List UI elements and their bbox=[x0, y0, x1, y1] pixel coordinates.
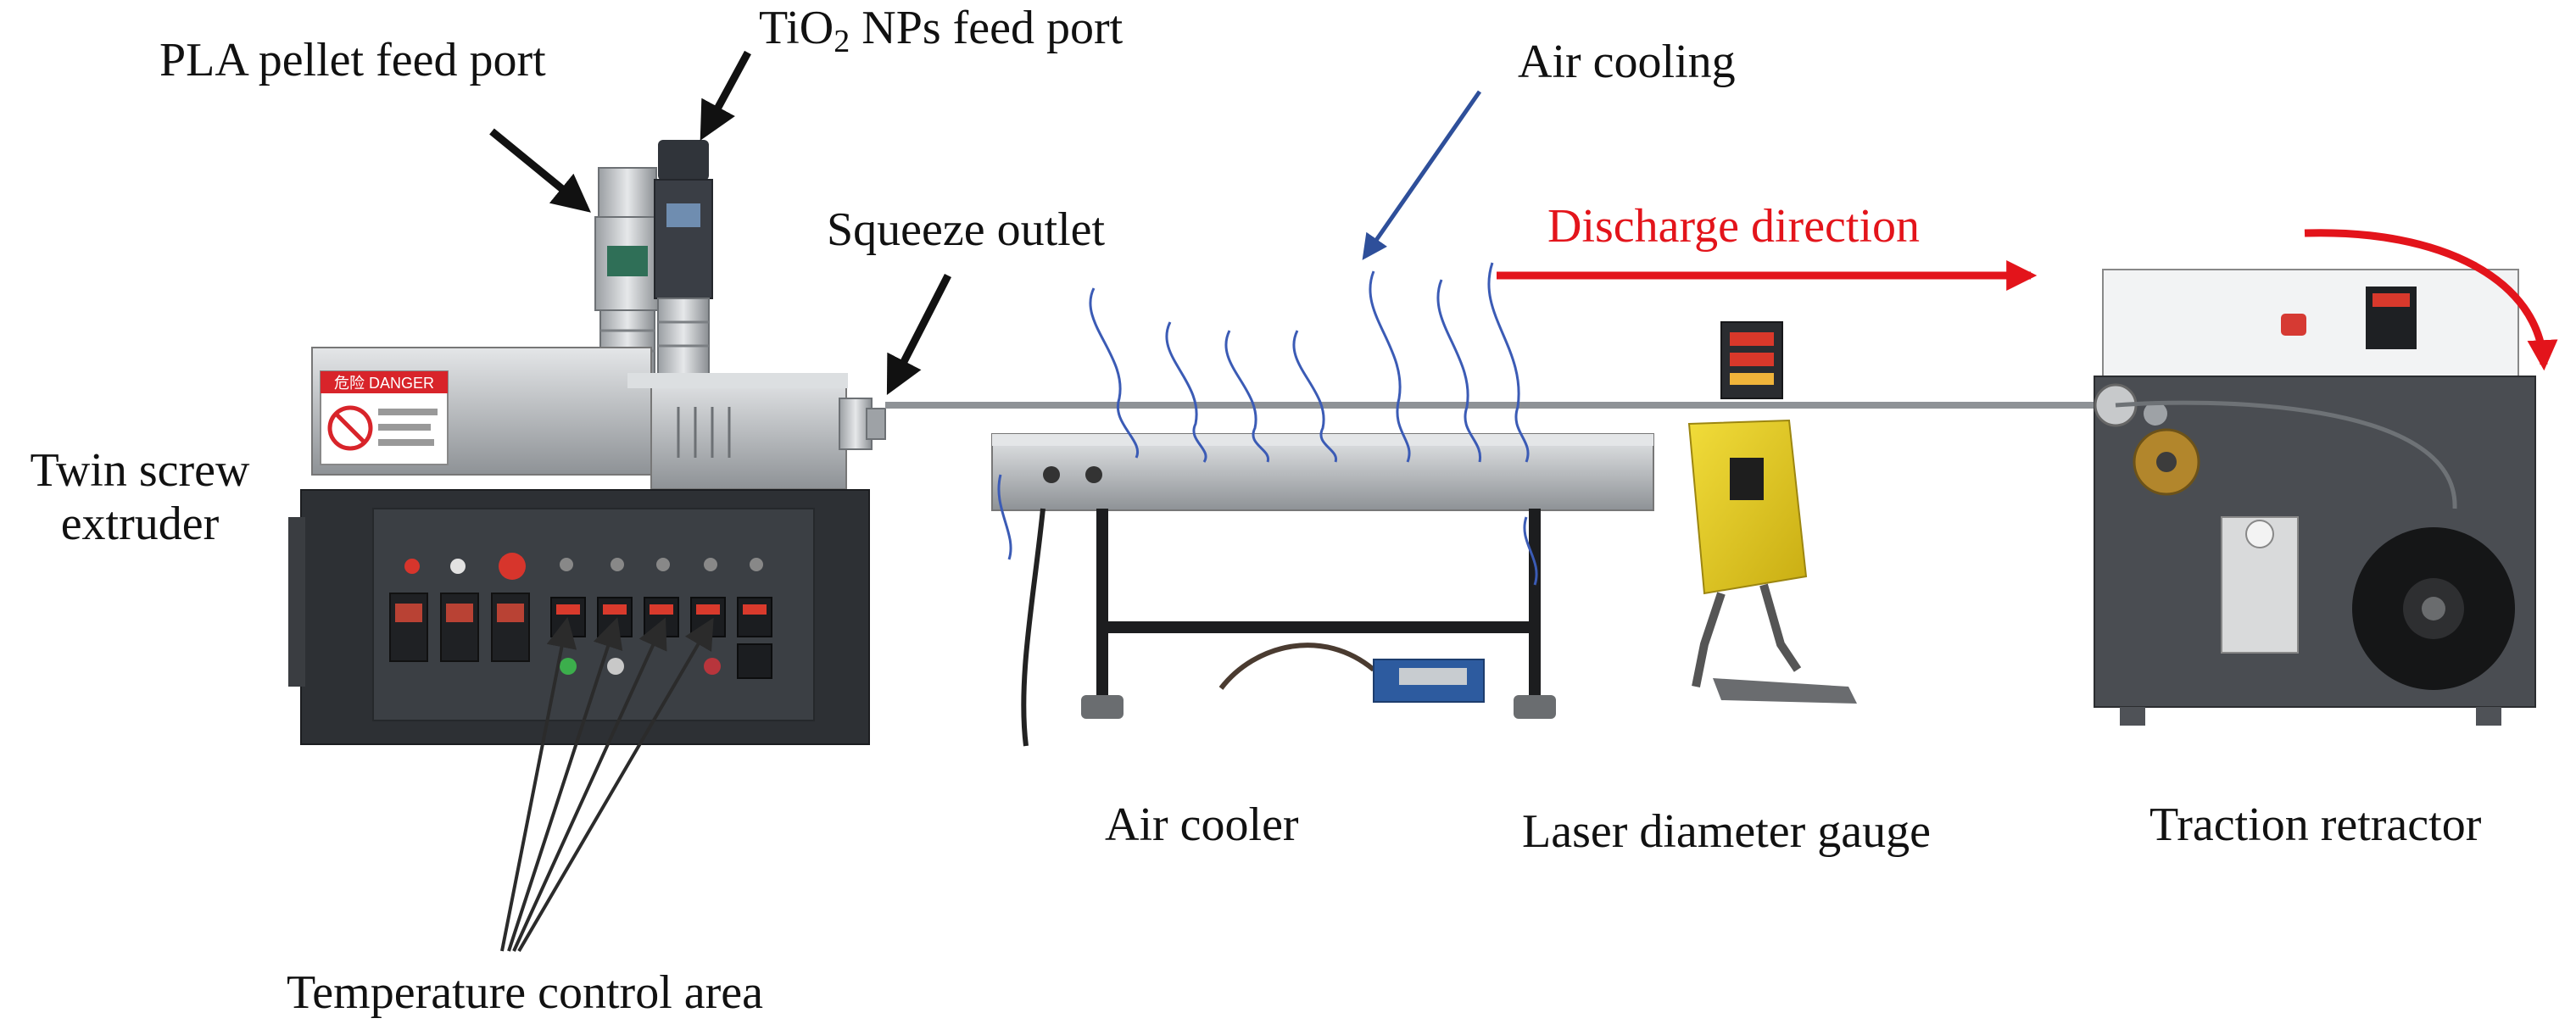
tio2-feed-port-label-suffix: NPs feed port bbox=[850, 2, 1124, 54]
squeeze-outlet-arrow bbox=[886, 273, 952, 396]
tio2-feed-port-arrow bbox=[700, 50, 751, 141]
control-panel bbox=[372, 508, 815, 721]
air-cooler bbox=[991, 262, 1654, 747]
pla-feed-port-label: PLA pellet feed port bbox=[159, 34, 546, 86]
airflow-lines bbox=[997, 262, 1538, 586]
rotation-direction-arrow bbox=[2304, 229, 2558, 371]
pla-feed-port-arrow bbox=[489, 128, 591, 213]
temperature-control-arrows bbox=[500, 616, 714, 953]
discharge-direction-label: Discharge direction bbox=[1547, 200, 1921, 253]
annotation-arrows bbox=[489, 50, 2558, 953]
pla-feed-port-hopper bbox=[594, 167, 661, 379]
squeeze-outlet-label: Squeeze outlet bbox=[827, 203, 1106, 256]
laser-diameter-gauge bbox=[1687, 321, 1857, 704]
twin-screw-extruder-label: Twin screw extruder bbox=[0, 444, 280, 550]
air-cooling-label: Air cooling bbox=[1518, 36, 1736, 88]
twin-screw-extruder-label-line1: Twin screw bbox=[30, 444, 250, 497]
twin-screw-extruder-label-line2: extruder bbox=[60, 497, 220, 550]
twin-screw-extruder: 危险 DANGER bbox=[288, 140, 886, 745]
danger-sign: 危险 DANGER bbox=[320, 370, 449, 465]
tio2-feed-port-label-subscript: 2 bbox=[834, 24, 850, 59]
danger-sign-text: 危险 DANGER bbox=[334, 375, 434, 392]
air-cooler-label: Air cooler bbox=[1105, 799, 1299, 851]
temperature-control-area-label: Temperature control area bbox=[287, 966, 763, 1019]
traction-retractor bbox=[2094, 269, 2536, 726]
traction-retractor-label: Traction retractor bbox=[2149, 799, 2482, 851]
laser-diameter-gauge-label: Laser diameter gauge bbox=[1522, 805, 1931, 858]
air-cooling-arrow bbox=[1362, 90, 1482, 260]
tio2-feed-port-hopper bbox=[654, 140, 713, 379]
tio2-feed-port-label-prefix: TiO bbox=[759, 2, 834, 54]
tio2-feed-port-label: TiO2 NPs feed port bbox=[759, 2, 1123, 60]
